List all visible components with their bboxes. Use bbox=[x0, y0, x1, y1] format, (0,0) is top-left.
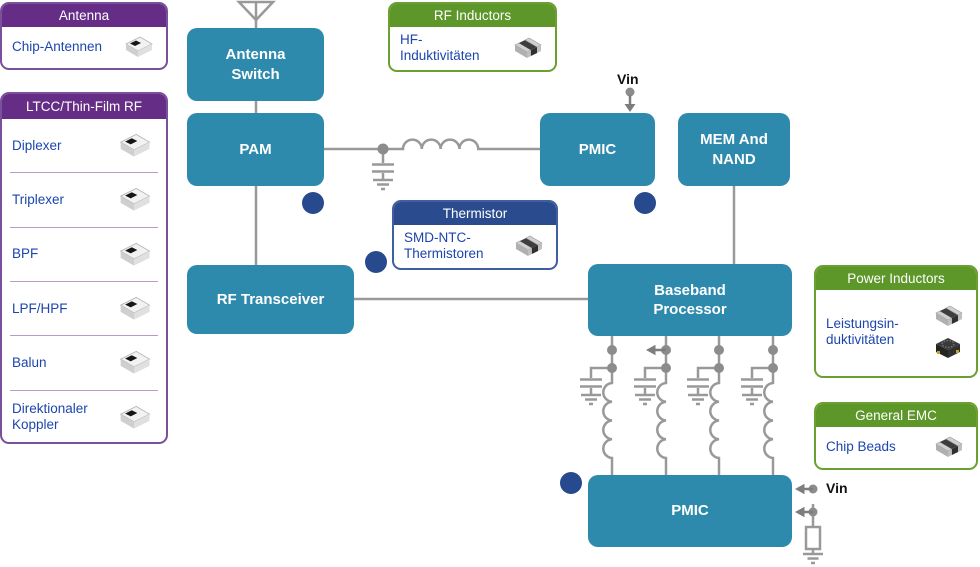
panel-item-balun[interactable]: Balun bbox=[2, 336, 166, 389]
block-label: PMIC bbox=[578, 140, 617, 158]
chip-light-icon bbox=[114, 131, 154, 160]
marker-dot-thermistor bbox=[365, 251, 387, 273]
ltcc-thin-film-rf-panel: LTCC/Thin-Film RF Diplexer Triplexer BPF… bbox=[0, 92, 168, 444]
block-label: PMIC bbox=[671, 502, 709, 520]
chip-bead-icon bbox=[930, 303, 966, 329]
panel-item-label[interactable]: Balun bbox=[12, 355, 47, 371]
antenna-icon bbox=[236, 0, 276, 28]
chip-cube-icon bbox=[930, 335, 966, 361]
list-divider bbox=[10, 280, 158, 282]
chip-bead-icon bbox=[510, 233, 546, 259]
general-emc-callout: General EMC Chip Beads bbox=[814, 402, 978, 470]
flow-arrows bbox=[624, 95, 813, 518]
ltcc-panel-header: LTCC/Thin-Film RF bbox=[2, 94, 166, 119]
block-antenna-switch: Antenna Switch bbox=[187, 28, 324, 101]
callout-item-label[interactable]: Chip Beads bbox=[826, 438, 896, 454]
block-label: Antenna Switch bbox=[225, 46, 286, 83]
power-inductors-callout: Power Inductors Leistungsin-duktivitäten bbox=[814, 265, 978, 378]
block-pmic-bottom: PMIC bbox=[588, 475, 792, 547]
thermistor-header: Thermistor bbox=[394, 202, 556, 225]
list-divider bbox=[10, 226, 158, 228]
power-branch-2 bbox=[634, 336, 668, 475]
callout-item-chip-beads[interactable]: Chip Beads bbox=[816, 427, 976, 466]
block-label: MEM And NAND bbox=[700, 131, 768, 168]
panel-item-triplexer[interactable]: Triplexer bbox=[2, 173, 166, 226]
power-branch-3 bbox=[687, 336, 721, 475]
panel-item-label[interactable]: Chip-Antennen bbox=[12, 38, 103, 54]
callout-item-smd-ntc-thermistoren[interactable]: SMD-NTC-Thermistoren bbox=[394, 225, 556, 266]
ltcc-item-list: Diplexer Triplexer BPF LPF/HPF Balun bbox=[2, 119, 166, 442]
panel-item-direktionaler-koppler[interactable]: Direktionaler Koppler bbox=[2, 391, 166, 442]
antenna-panel-header: Antenna bbox=[2, 4, 166, 27]
marker-dot-pam bbox=[302, 192, 324, 214]
block-rf-transceiver: RF Transceiver bbox=[187, 265, 354, 334]
callout-item-hf-induktivitaeten[interactable]: HF-Induktivitäten bbox=[390, 27, 555, 68]
list-divider bbox=[10, 389, 158, 391]
capacitor-shunt-icon bbox=[372, 151, 394, 191]
power-branch-4 bbox=[741, 336, 775, 475]
antenna-panel: Antenna Chip-Antennen bbox=[0, 2, 168, 70]
block-label: PAM bbox=[239, 140, 272, 158]
vin-label-top: Vin bbox=[617, 71, 639, 87]
rf-inductors-header: RF Inductors bbox=[390, 4, 555, 27]
chip-light-icon bbox=[114, 294, 154, 323]
chip-light-icon bbox=[120, 34, 156, 60]
panel-item-label[interactable]: Diplexer bbox=[12, 137, 62, 153]
callout-item-leistungsinduktivitaeten[interactable]: Leistungsin-duktivitäten bbox=[816, 290, 976, 374]
panel-item-label[interactable]: Direktionaler Koppler bbox=[12, 401, 88, 433]
chip-bead-icon bbox=[509, 35, 545, 61]
panel-item-label[interactable]: LPF/HPF bbox=[12, 300, 68, 316]
vin-label-bottom: Vin bbox=[826, 480, 848, 496]
power-branch-1 bbox=[580, 336, 614, 475]
wire-pam-pmic-inductor bbox=[324, 138, 540, 151]
block-pmic-top: PMIC bbox=[540, 113, 655, 186]
panel-item-label[interactable]: BPF bbox=[12, 246, 39, 262]
rf-inductors-callout: RF Inductors HF-Induktivitäten bbox=[388, 2, 557, 72]
panel-item-chip-antennen[interactable]: Chip-Antennen bbox=[2, 27, 166, 66]
list-divider bbox=[10, 172, 158, 174]
block-mem-nand: MEM And NAND bbox=[678, 113, 790, 186]
chip-light-icon bbox=[114, 185, 154, 214]
power-inductors-header: Power Inductors bbox=[816, 267, 976, 290]
marker-dot-pmic-top bbox=[634, 192, 656, 214]
chip-light-icon bbox=[114, 240, 154, 269]
power-inductor-icons bbox=[930, 303, 966, 361]
panel-item-diplexer[interactable]: Diplexer bbox=[2, 119, 166, 172]
marker-dots bbox=[302, 192, 656, 494]
callout-item-label[interactable]: Leistungsin-duktivitäten bbox=[826, 316, 899, 347]
general-emc-header: General EMC bbox=[816, 404, 976, 427]
block-pam: PAM bbox=[187, 113, 324, 186]
list-divider bbox=[10, 335, 158, 337]
chip-light-icon bbox=[114, 403, 154, 432]
callout-item-label[interactable]: SMD-NTC-Thermistoren bbox=[404, 229, 484, 261]
panel-item-lpf-hpf[interactable]: LPF/HPF bbox=[2, 282, 166, 335]
block-label: Baseband Processor bbox=[653, 281, 727, 319]
chip-bead-icon bbox=[930, 434, 966, 460]
marker-dot-pmic-bottom bbox=[560, 472, 582, 494]
block-label: RF Transceiver bbox=[216, 290, 325, 308]
callout-item-label[interactable]: HF-Induktivitäten bbox=[400, 31, 480, 63]
chip-light-icon bbox=[114, 348, 154, 377]
thermistor-callout: Thermistor SMD-NTC-Thermistoren bbox=[392, 200, 558, 270]
block-baseband-processor: Baseband Processor bbox=[588, 264, 792, 336]
panel-item-label[interactable]: Triplexer bbox=[12, 192, 65, 208]
panel-item-bpf[interactable]: BPF bbox=[2, 228, 166, 281]
